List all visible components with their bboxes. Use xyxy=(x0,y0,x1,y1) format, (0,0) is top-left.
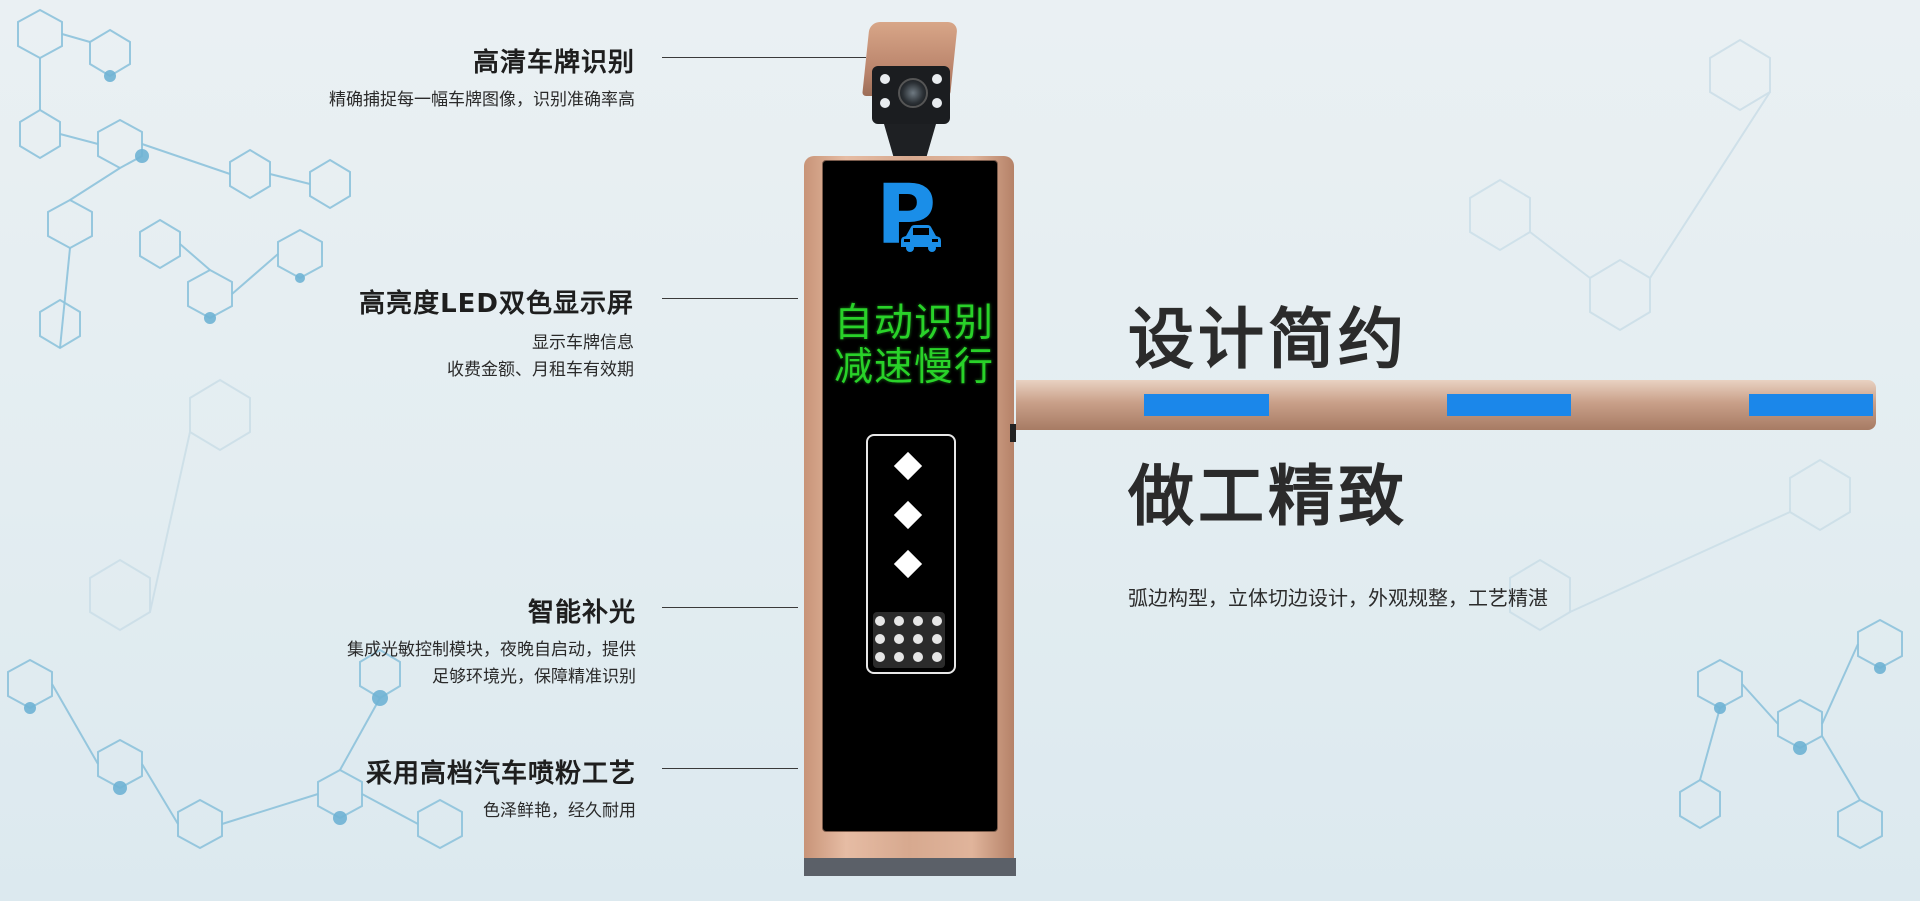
led-display-line-1: 自动识别 xyxy=(834,301,995,346)
speaker-hole xyxy=(894,616,904,626)
speaker-hole xyxy=(894,652,904,662)
leader-line-paint xyxy=(662,768,798,769)
feature-display-title: 高亮度LED双色显示屏 xyxy=(359,289,634,319)
arm-reflective-stripe xyxy=(1447,394,1571,416)
parking-sign-letter: P xyxy=(876,168,937,263)
speaker-hole xyxy=(875,616,885,626)
car-icon xyxy=(901,225,941,252)
arm-reflective-stripe xyxy=(1144,394,1269,416)
headline-craft: 做工精致 xyxy=(1128,458,1408,535)
cabinet-front-panel xyxy=(822,160,998,832)
feature-display: 高亮度LED双色显示屏 显示车牌信息 收费金额、月租车有效期 xyxy=(359,283,634,384)
feature-camera-desc: 精确捕捉每一幅车牌图像，识别准确率高 xyxy=(329,90,635,110)
speaker-hole xyxy=(913,652,923,662)
feature-camera: 高清车牌识别 精确捕捉每一幅车牌图像，识别准确率高 xyxy=(329,42,635,114)
speaker-hole xyxy=(913,616,923,626)
speaker-hole xyxy=(932,634,942,644)
speaker-hole xyxy=(875,634,885,644)
camera-lens-icon xyxy=(898,78,928,108)
feature-paint-desc: 色泽鲜艳，经久耐用 xyxy=(483,801,636,821)
speaker-hole xyxy=(894,634,904,644)
headline-tagline: 弧边构型，立体切边设计，外观规整，工艺精湛 xyxy=(1128,586,1548,610)
feature-light-desc-2: 足够环境光，保障精准识别 xyxy=(432,667,636,687)
control-button-panel xyxy=(866,434,956,674)
feature-display-desc-1: 显示车牌信息 xyxy=(532,333,634,353)
feature-light: 智能补光 集成光敏控制模块，夜晚自启动，提供 足够环境光，保障精准识别 xyxy=(347,592,636,691)
camera-led xyxy=(932,74,942,84)
speaker-hole xyxy=(875,652,885,662)
feature-camera-title: 高清车牌识别 xyxy=(472,48,635,78)
leader-line-camera xyxy=(662,57,866,58)
feature-paint: 采用高档汽车喷粉工艺 色泽鲜艳，经久耐用 xyxy=(366,753,636,825)
leader-line-display xyxy=(662,298,798,299)
feature-light-desc-1: 集成光敏控制模块，夜晚自启动，提供 xyxy=(347,640,636,660)
camera-led xyxy=(932,98,942,108)
led-display-line-2: 减速慢行 xyxy=(834,345,995,390)
cabinet-base xyxy=(804,858,1016,876)
feature-paint-title: 采用高档汽车喷粉工艺 xyxy=(365,759,636,789)
speaker-hole xyxy=(913,634,923,644)
speaker-hole xyxy=(932,652,942,662)
arm-hinge xyxy=(1010,424,1016,442)
feature-display-desc-2: 收费金额、月租车有效期 xyxy=(447,360,634,380)
speaker-hole xyxy=(932,616,942,626)
camera-led xyxy=(880,74,890,84)
headline-design: 设计简约 xyxy=(1128,301,1408,378)
camera-led xyxy=(880,98,890,108)
leader-line-light xyxy=(662,607,798,608)
feature-light-title: 智能补光 xyxy=(527,598,636,628)
arm-reflective-stripe xyxy=(1749,394,1873,416)
camera-mount xyxy=(884,124,936,160)
